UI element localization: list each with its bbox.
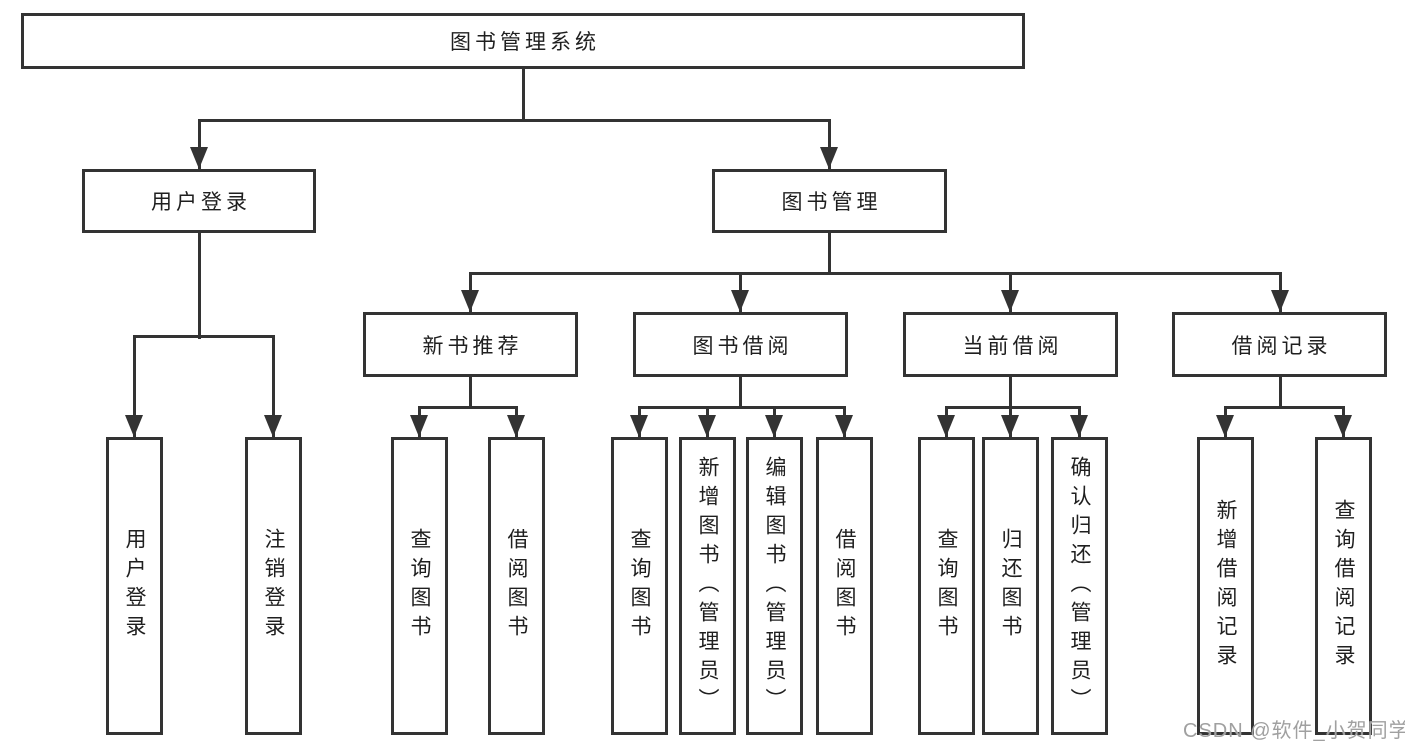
- arrowhead-icon: [264, 415, 282, 437]
- node-library-management-system: 图书管理系统: [21, 13, 1025, 69]
- connector-stem-currentborrow: [1008, 377, 1012, 409]
- connector-splitter-management: [468, 272, 1282, 275]
- leaf-label: 注销登录: [262, 528, 285, 644]
- arrowhead-icon: [835, 415, 853, 437]
- leaf-label: 查询图书: [408, 528, 431, 644]
- node-user-login-branch: 用户登录: [82, 169, 316, 233]
- leaf-bb-add-books-admin: 新增图书（管理员）: [679, 437, 736, 735]
- leaf-br-query-borrow-record: 查询借阅记录: [1315, 437, 1372, 735]
- connector-splitter-root: [197, 119, 831, 122]
- leaf-cb-query-books: 查询图书: [918, 437, 975, 735]
- arrowhead-icon: [1001, 415, 1019, 437]
- node-current-borrowing: 当前借阅: [903, 312, 1118, 377]
- leaf-label: 归还图书: [999, 528, 1022, 644]
- arrowhead-icon: [1001, 290, 1019, 312]
- connector-stem-newbook: [468, 377, 472, 409]
- node-new-book-recommendation: 新书推荐: [363, 312, 578, 377]
- node-label: 当前借阅: [962, 334, 1063, 358]
- node-label: 借阅记录: [1231, 334, 1332, 358]
- watermark: CSDN @软件_小贺同学: [1183, 720, 1405, 742]
- node-book-borrowing: 图书借阅: [633, 312, 848, 377]
- leaf-label: 编辑图书（管理员）: [763, 455, 786, 717]
- arrowhead-icon: [507, 415, 525, 437]
- arrowhead-icon: [410, 415, 428, 437]
- arrowhead-icon: [461, 290, 479, 312]
- connector-splitter-newbook: [417, 406, 518, 409]
- arrowhead-icon: [1070, 415, 1088, 437]
- node-label: 新书推荐: [422, 334, 523, 358]
- connector-arrowline-login-leaf1: [132, 335, 136, 437]
- leaf-nbr-borrow-books: 借阅图书: [488, 437, 545, 735]
- connector-splitter-borrowrecords: [1223, 406, 1345, 409]
- connector-splitter-currentborrow: [944, 406, 1081, 409]
- arrowhead-icon: [630, 415, 648, 437]
- connector-stem-login: [197, 233, 201, 339]
- connector-arrowline-management: [827, 119, 831, 169]
- arrowhead-icon: [820, 147, 838, 169]
- connector-splitter-login: [132, 335, 275, 338]
- leaf-label: 查询借阅记录: [1332, 499, 1355, 673]
- leaf-br-add-borrow-record: 新增借阅记录: [1197, 437, 1254, 735]
- arrowhead-icon: [1334, 415, 1352, 437]
- connector-arrowline-login: [197, 119, 201, 169]
- arrowhead-icon: [698, 415, 716, 437]
- node-borrowing-records: 借阅记录: [1172, 312, 1387, 377]
- connector-stem-bookborrow: [738, 377, 742, 409]
- connector-stem-management: [827, 233, 831, 275]
- leaf-logout: 注销登录: [245, 437, 302, 735]
- arrowhead-icon: [1271, 290, 1289, 312]
- leaf-bb-edit-books-admin: 编辑图书（管理员）: [746, 437, 803, 735]
- leaf-bb-borrow-books: 借阅图书: [816, 437, 873, 735]
- leaf-label: 用户登录: [123, 528, 146, 644]
- leaf-bb-query-books: 查询图书: [611, 437, 668, 735]
- node-label: 图书借阅: [692, 334, 793, 358]
- leaf-label: 确认归还（管理员）: [1068, 455, 1091, 717]
- connector-arrowline-login-leaf2: [271, 335, 275, 437]
- leaf-label: 借阅图书: [505, 528, 528, 644]
- leaf-label: 新增图书（管理员）: [696, 455, 719, 717]
- leaf-label: 新增借阅记录: [1214, 499, 1237, 673]
- leaf-nbr-query-books: 查询图书: [391, 437, 448, 735]
- node-book-management-branch: 图书管理: [712, 169, 947, 233]
- leaf-label: 查询图书: [935, 528, 958, 644]
- arrowhead-icon: [1216, 415, 1234, 437]
- connector-splitter-bookborrow: [637, 406, 846, 409]
- leaf-label: 查询图书: [628, 528, 651, 644]
- arrowhead-icon: [731, 290, 749, 312]
- node-label: 图书管理: [781, 191, 882, 214]
- connector-stem-root: [521, 69, 525, 122]
- arrowhead-icon: [765, 415, 783, 437]
- leaf-cb-confirm-return-admin: 确认归还（管理员）: [1051, 437, 1108, 735]
- node-label: 用户登录: [151, 191, 251, 214]
- arrowhead-icon: [190, 147, 208, 169]
- arrowhead-icon: [937, 415, 955, 437]
- leaf-label: 借阅图书: [833, 528, 856, 644]
- connector-stem-borrowrecords: [1278, 377, 1282, 409]
- node-label: 图书管理系统: [450, 31, 600, 54]
- leaf-cb-return-books: 归还图书: [982, 437, 1039, 735]
- leaf-user-login: 用户登录: [106, 437, 163, 735]
- arrowhead-icon: [125, 415, 143, 437]
